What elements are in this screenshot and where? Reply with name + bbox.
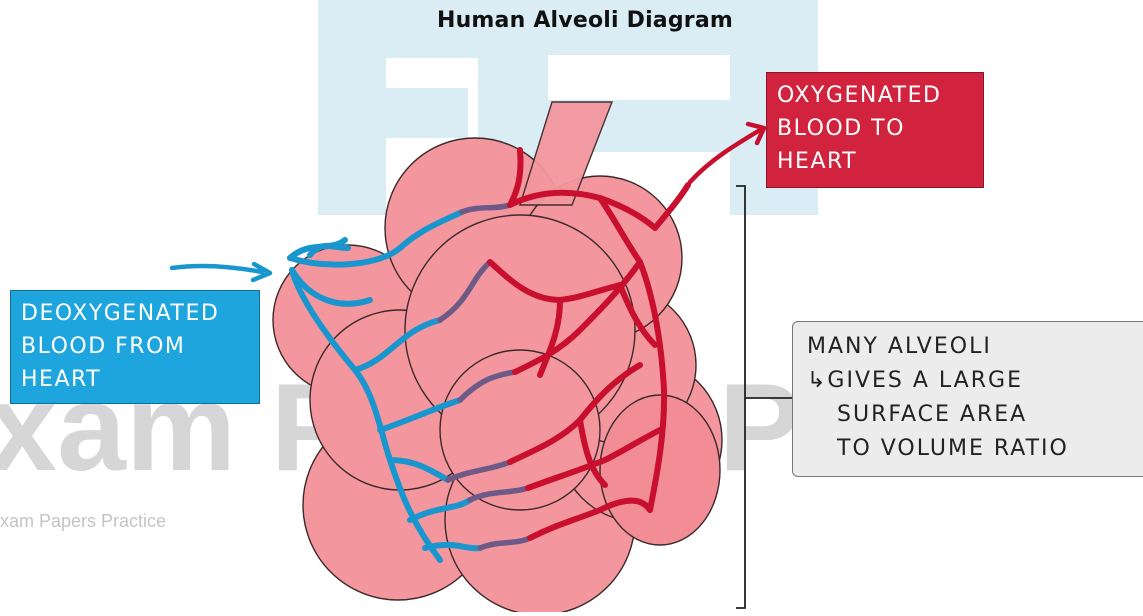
deoxygenated-blood-label: DEOXYGENATED BLOOD FROM HEART [10,290,260,404]
label-line: OXYGENATED [777,79,973,112]
alveoli-note-label: MANY ALVEOLI ↳GIVES A LARGE SURFACE AREA… [792,321,1143,477]
label-line: MANY ALVEOLI [807,330,1137,364]
diagram-title: Human Alveoli Diagram [0,8,1143,33]
watermark-text-small: xam Papers Practice [0,511,166,532]
alveolus [440,350,600,510]
label-line: TO VOLUME RATIO [807,432,1137,466]
label-line: HEART [21,363,249,396]
oxygenated-blood-label: OXYGENATED BLOOD TO HEART [766,72,984,188]
label-line: DEOXYGENATED [21,297,249,330]
label-line: BLOOD FROM [21,330,249,363]
label-line: HEART [777,145,973,178]
label-line: ↳GIVES A LARGE [807,364,1137,398]
arrow-in-icon [172,266,262,272]
label-line: SURFACE AREA [807,398,1137,432]
label-line: BLOOD TO [777,112,973,145]
